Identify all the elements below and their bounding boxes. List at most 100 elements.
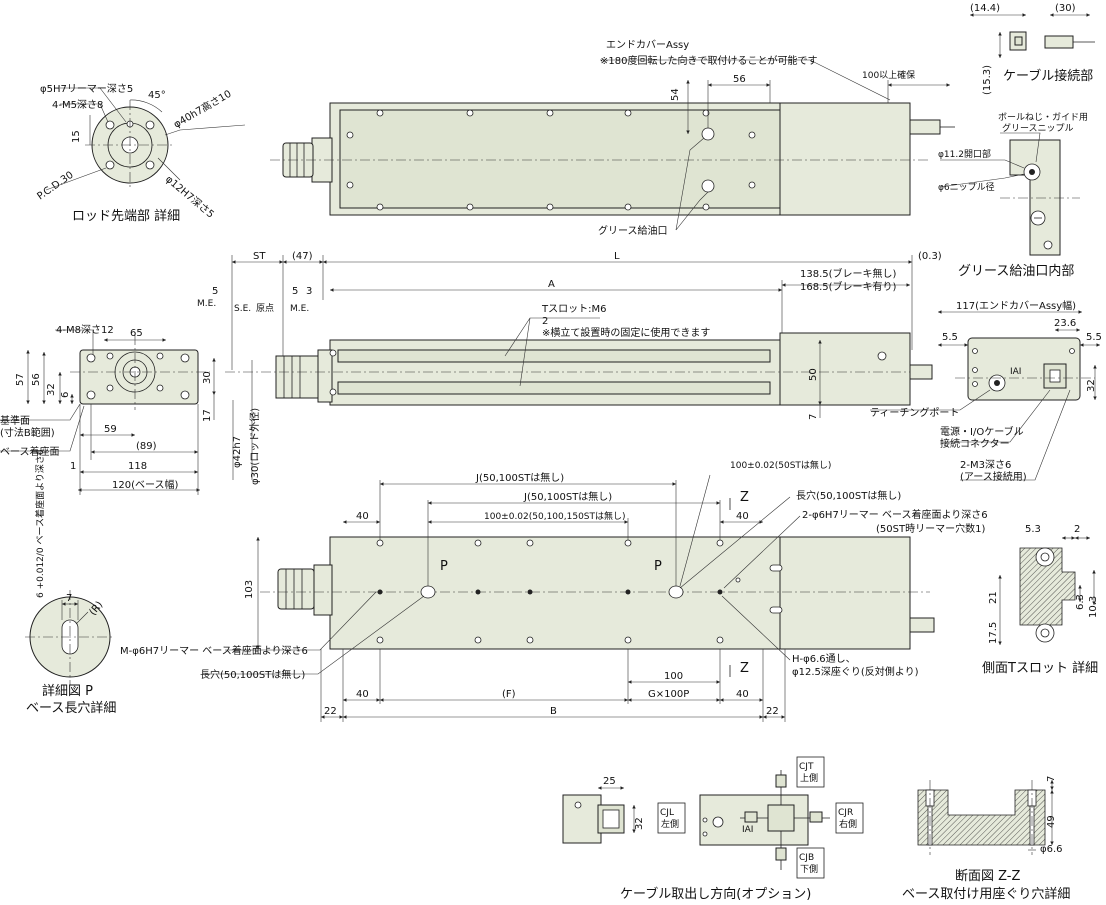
bot-j1: J(50,100STは無し) [475, 471, 564, 484]
tslot-label-1: Tスロット:M6 [541, 304, 606, 315]
side-5-5a: 5.5 [942, 332, 958, 343]
teaching-port-label: ティーチングポート [870, 406, 959, 419]
bot-reamer-2: (50ST時リーマー穴数1) [876, 522, 985, 535]
bottom-view-body [329, 536, 781, 650]
dim-15-3: (15.3) [982, 65, 993, 95]
rear-logo: IAI [1010, 367, 1021, 377]
m3-label-2: (アース接続用) [960, 470, 1027, 483]
tslot-5-3: 5.3 [1025, 524, 1041, 535]
bot-f: (F) [502, 689, 516, 700]
rod-40h7-label: φ40h7高さ10 [171, 87, 234, 131]
top-view [270, 59, 955, 231]
bottom-view-rod [277, 568, 315, 610]
side-view-end-cover [779, 332, 911, 406]
detail-p-title-2: ベース長穴詳細 [26, 700, 116, 716]
bot-22a: 22 [324, 706, 337, 717]
tslot-label-2: 2 [542, 316, 548, 327]
bot-100b: 100±0.02(50,100,150STは無し) [484, 510, 626, 522]
cable-connection-detail [970, 13, 1095, 58]
bot-h: H-φ6.6通し、 [792, 653, 856, 665]
cjr-1: CJR [838, 808, 853, 818]
dim-47: (47) [292, 251, 313, 262]
detail-p-title-1: 詳細図 P [42, 683, 93, 699]
detail-p-7: 7 [66, 593, 72, 604]
nipple-dia-label: φ6ニップル径 [938, 181, 995, 193]
front-17: 17 [202, 409, 213, 422]
rear-view: IAI [870, 310, 1100, 481]
front-1: 1 [70, 461, 76, 472]
bot-z-top: Z [740, 490, 749, 505]
side-view-rod [275, 355, 319, 399]
detail-p-depth: 6 +0.012/0 ベース着座面より深さ6 [34, 449, 46, 598]
tslot-section [1019, 547, 1076, 626]
front-120: 120(ベース幅) [112, 478, 178, 491]
brake-none: 138.5(ブレーキ無し) [800, 267, 897, 280]
me-label-1: M.E. [197, 299, 216, 309]
bot-40a: 40 [356, 511, 369, 522]
front-65: 65 [130, 328, 143, 339]
base-face-label: ベース着座面 [0, 445, 60, 458]
bot-slot-b: 長穴(50,100STは無し) [200, 668, 305, 681]
front-89: (89) [136, 441, 157, 452]
cable-option: IAI [562, 756, 864, 879]
front-57: 57 [15, 373, 26, 386]
cable-opt-title: ケーブル取出し方向(オプション) [620, 886, 811, 902]
front-view-body [79, 349, 199, 405]
section-title-1: 断面図 Z-Z [955, 869, 1021, 884]
ref-face-label-2: (寸法B範囲) [0, 426, 55, 439]
dim-42h7: φ42h7 [232, 436, 243, 468]
rod-end-title: ロッド先端部 詳細 [72, 208, 180, 224]
bot-b: B [550, 706, 557, 717]
cable-conn-side [1044, 35, 1074, 49]
m3-label-1: 2-M3深さ6 [960, 459, 1011, 471]
rod-pcd-label: P.C.D.30 [35, 170, 75, 203]
base-slot-right [668, 585, 684, 599]
bottom-view-end-cover [779, 536, 911, 650]
cjr-2: 右側 [839, 818, 857, 830]
grease-inner-body [1009, 139, 1061, 256]
bot-p1: P [440, 559, 448, 574]
front-56: 56 [31, 373, 42, 386]
cjl-1: CJL [660, 808, 674, 818]
power-io-label-2: 接続コネクター [940, 437, 1010, 450]
dim-a: A [548, 279, 555, 290]
side-5-5b: 5.5 [1086, 332, 1102, 343]
tslot-6-3: 6.3 [1075, 594, 1086, 610]
bot-40b: 40 [736, 511, 749, 522]
tslot-10-3: 10.3 [1088, 596, 1099, 618]
section-zz [917, 780, 1054, 855]
rod-15-label: 15 [71, 130, 82, 143]
dim-3: 3 [306, 286, 312, 297]
cjt-2: 上側 [800, 772, 818, 784]
dim-5b: 5 [292, 286, 298, 297]
bot-h2: φ12.5深座ぐり(反対側より) [792, 665, 919, 678]
bot-p2: P [654, 559, 662, 574]
cjb-1: CJB [799, 853, 814, 863]
grease-inner-title: グリース給油口内部 [958, 263, 1074, 279]
tslot-21: 21 [988, 591, 999, 604]
clearance-label: 100以上確保 [862, 69, 915, 81]
section-66: φ6.6 [1040, 844, 1063, 855]
bot-reamer-1: 2-φ6H7リーマー ベース着座面より深さ6 [802, 508, 988, 521]
dim-5a: 5 [212, 286, 218, 297]
dim-0-3: (0.3) [918, 251, 942, 262]
dim-7: 7 [808, 414, 819, 420]
dim-50: 50 [808, 368, 819, 381]
front-118: 118 [128, 461, 147, 472]
bot-100a: 100±0.02(50STは無し) [730, 459, 831, 471]
base-slot-left [420, 585, 436, 599]
cable-conn-title: ケーブル接続部 [1003, 68, 1093, 84]
bot-slot-a: 長穴(50,100STは無し) [796, 489, 901, 502]
bot-m-reamer: M-φ6H7リーマー ベース着座面より深さ6 [120, 644, 308, 657]
rod-end-detail [45, 87, 246, 191]
power-io-label-1: 電源・I/Oケーブル [940, 425, 1024, 438]
section-49: 49 [1046, 815, 1057, 828]
cable-32: 32 [634, 817, 645, 830]
dim-56: 56 [733, 74, 746, 85]
front-view [0, 329, 216, 495]
cable-opt-side-body [562, 794, 602, 844]
top-view-connector [909, 119, 941, 135]
origin-label: 原点 [256, 303, 274, 314]
section-7: 7 [1046, 776, 1057, 782]
bot-j2: J(50,100STは無し) [523, 490, 612, 503]
